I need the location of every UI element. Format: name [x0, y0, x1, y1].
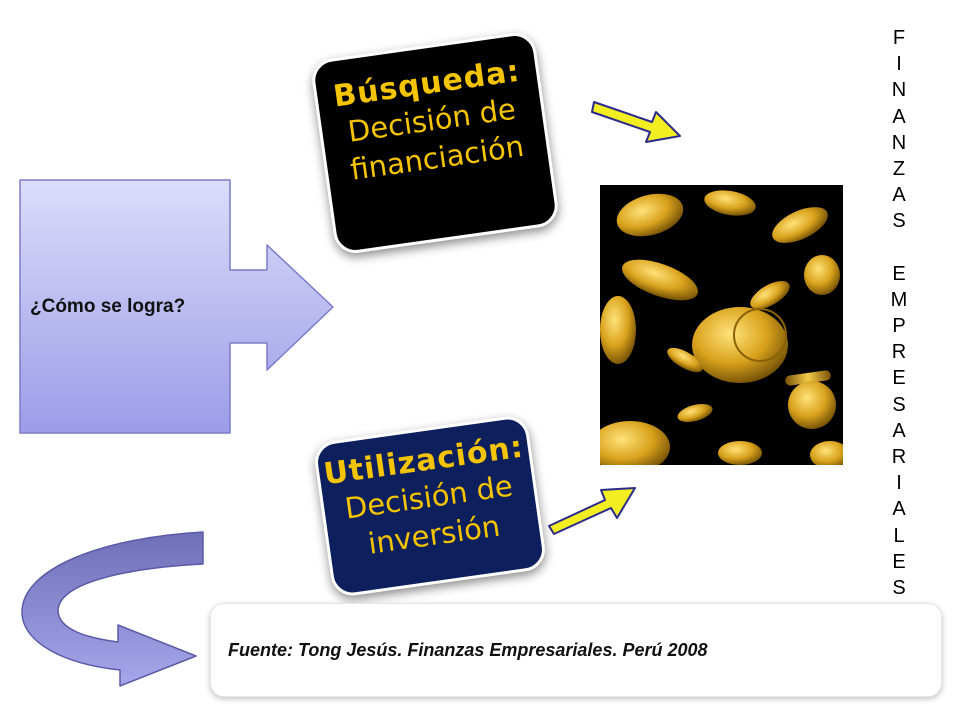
vertical-letter: F — [892, 27, 906, 49]
search-decision-box: Búsqueda: Decisión de financiación — [309, 30, 561, 256]
vertical-word-gap — [884, 235, 914, 261]
yellow-arrow-bottom-icon — [548, 487, 636, 535]
vertical-title: F I N A N Z A S E M P R E S A R I A L E … — [884, 25, 914, 601]
vertical-letter: R — [891, 341, 907, 364]
yellow-arrow-top-icon — [591, 101, 681, 143]
vertical-letter: L — [893, 524, 905, 547]
vertical-letter: S — [892, 577, 906, 600]
curved-return-arrow-icon — [21, 531, 204, 687]
vertical-letter: A — [892, 105, 906, 128]
vertical-letter: Z — [892, 158, 906, 181]
vertical-letter: S — [892, 393, 906, 416]
vertical-letter: R — [891, 446, 907, 469]
vertical-letter: E — [892, 262, 906, 285]
vertical-letter: P — [892, 315, 906, 338]
use-decision-box: Utilización: Decisión de inversión — [312, 413, 548, 599]
vertical-letter: A — [892, 184, 906, 207]
callout-question: ¿Cómo se logra? — [30, 296, 186, 317]
vertical-letter: I — [896, 53, 902, 76]
vertical-letter: N — [891, 79, 907, 102]
vertical-letter: E — [892, 367, 906, 390]
source-citation-box: Fuente: Tong Jesús. Finanzas Empresarial… — [210, 603, 942, 697]
vertical-letter: A — [892, 498, 906, 521]
vertical-letter: M — [890, 288, 908, 311]
vertical-letter: A — [892, 419, 906, 442]
vertical-letter: N — [891, 131, 907, 154]
falling-gold-coins-image — [600, 185, 843, 465]
vertical-letter: I — [896, 472, 902, 495]
callout-arrow-shape — [19, 179, 334, 434]
source-citation-text: Fuente: Tong Jesús. Finanzas Empresarial… — [228, 640, 708, 660]
vertical-letter: E — [892, 550, 906, 573]
vertical-letter: S — [892, 210, 906, 233]
